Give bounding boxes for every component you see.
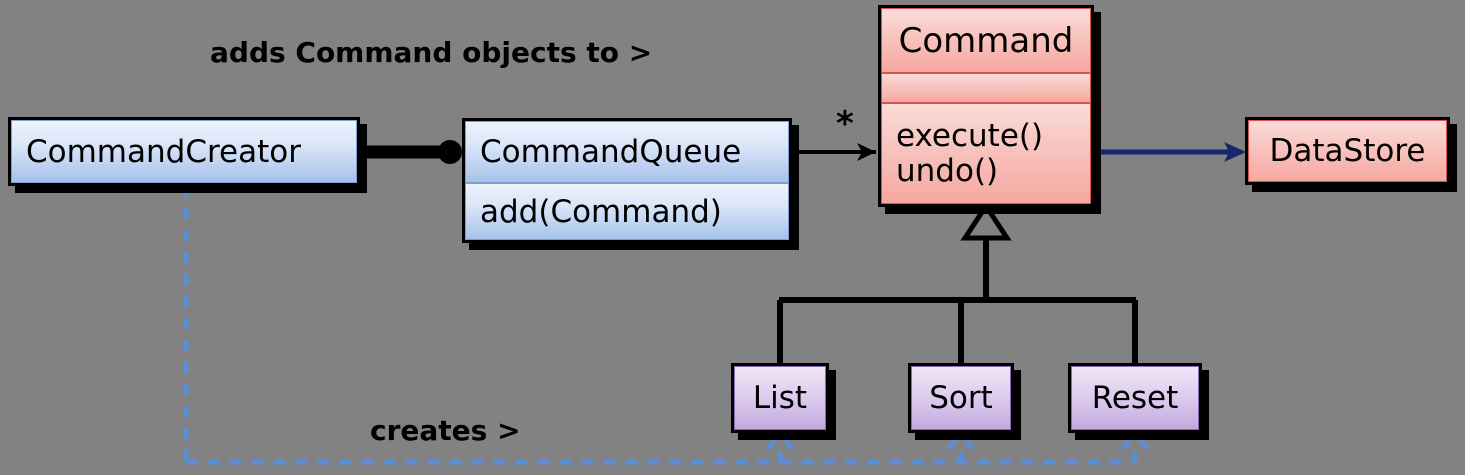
class-name-reset: Reset — [1071, 366, 1199, 430]
creates-arrowheads — [766, 428, 1149, 450]
association-queue-command — [796, 143, 876, 161]
class-box-sort[interactable]: Sort — [908, 363, 1014, 433]
multiplicity-label-many: * — [836, 104, 854, 144]
class-name-command-queue: CommandQueue — [465, 121, 789, 183]
dependency-command-datastore — [1097, 142, 1246, 162]
class-box-data-store[interactable]: DataStore — [1245, 117, 1450, 185]
class-name-sort: Sort — [911, 366, 1011, 430]
class-name-command-creator: CommandCreator — [11, 120, 357, 183]
operation-add-command: add(Command) — [465, 183, 789, 240]
attributes-compartment-command — [881, 73, 1091, 103]
class-box-reset[interactable]: Reset — [1068, 363, 1202, 433]
class-name-data-store: DataStore — [1248, 120, 1447, 182]
composition-creator-queue — [362, 140, 462, 164]
generalization-tree — [777, 201, 1138, 363]
class-name-list: List — [734, 366, 826, 430]
class-box-list[interactable]: List — [731, 363, 829, 433]
operation-undo: undo() — [896, 152, 999, 189]
class-box-command-queue[interactable]: CommandQueue add(Command) — [462, 118, 792, 243]
operations-compartment-command: execute() undo() — [881, 103, 1091, 204]
edge-label-creates: creates > — [370, 414, 521, 447]
class-box-command-creator[interactable]: CommandCreator — [8, 117, 360, 186]
class-box-command[interactable]: Command execute() undo() — [878, 5, 1094, 207]
edge-label-adds-command-objects: adds Command objects to > — [210, 36, 653, 69]
operation-execute: execute() — [896, 117, 1044, 154]
class-name-command: Command — [881, 8, 1091, 73]
